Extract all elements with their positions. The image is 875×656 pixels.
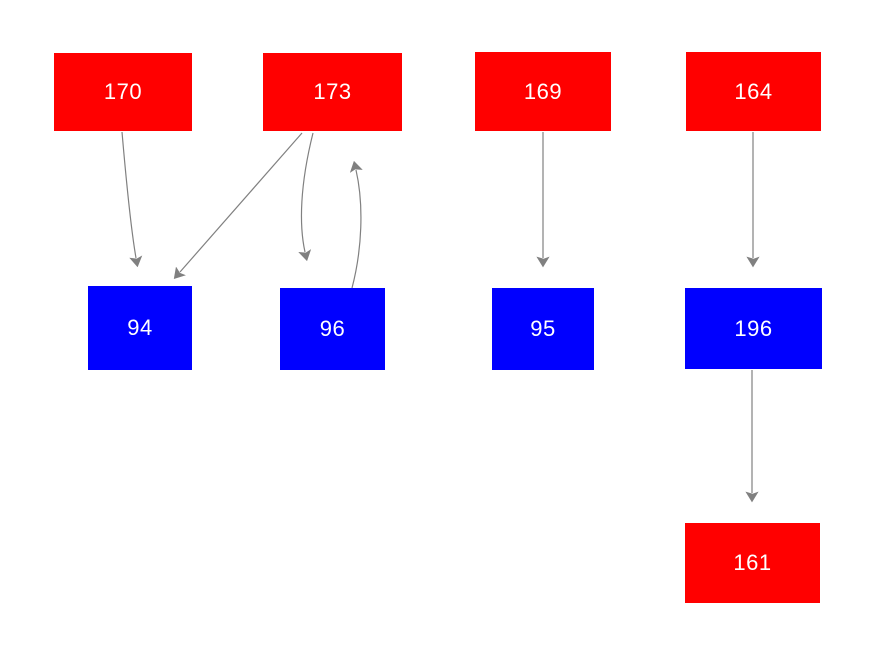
node-170[interactable]: 170	[54, 53, 192, 131]
node-161-label: 161	[733, 550, 772, 575]
node-95-label: 95	[530, 316, 556, 341]
edge-96-to-173	[349, 160, 363, 289]
node-169-label: 169	[523, 78, 563, 104]
node-173-label: 173	[313, 79, 352, 104]
edge-173-to-96	[298, 132, 314, 262]
node-170-label: 170	[103, 79, 143, 104]
node-164[interactable]: 164	[686, 52, 821, 131]
edge-170-to-94	[121, 131, 143, 268]
node-196-label: 196	[734, 315, 773, 341]
node-169[interactable]: 169	[475, 52, 611, 131]
edge-173-to-94	[173, 132, 303, 280]
node-196[interactable]: 196	[685, 288, 822, 369]
node-96-label: 96	[319, 316, 346, 341]
node-94-label: 94	[127, 315, 153, 340]
node-164-label: 164	[734, 78, 773, 104]
node-161[interactable]: 161	[685, 523, 820, 603]
node-95[interactable]: 95	[492, 288, 594, 370]
node-96[interactable]: 96	[280, 288, 385, 370]
node-173[interactable]: 173	[263, 53, 402, 131]
node-94[interactable]: 94	[88, 286, 192, 370]
